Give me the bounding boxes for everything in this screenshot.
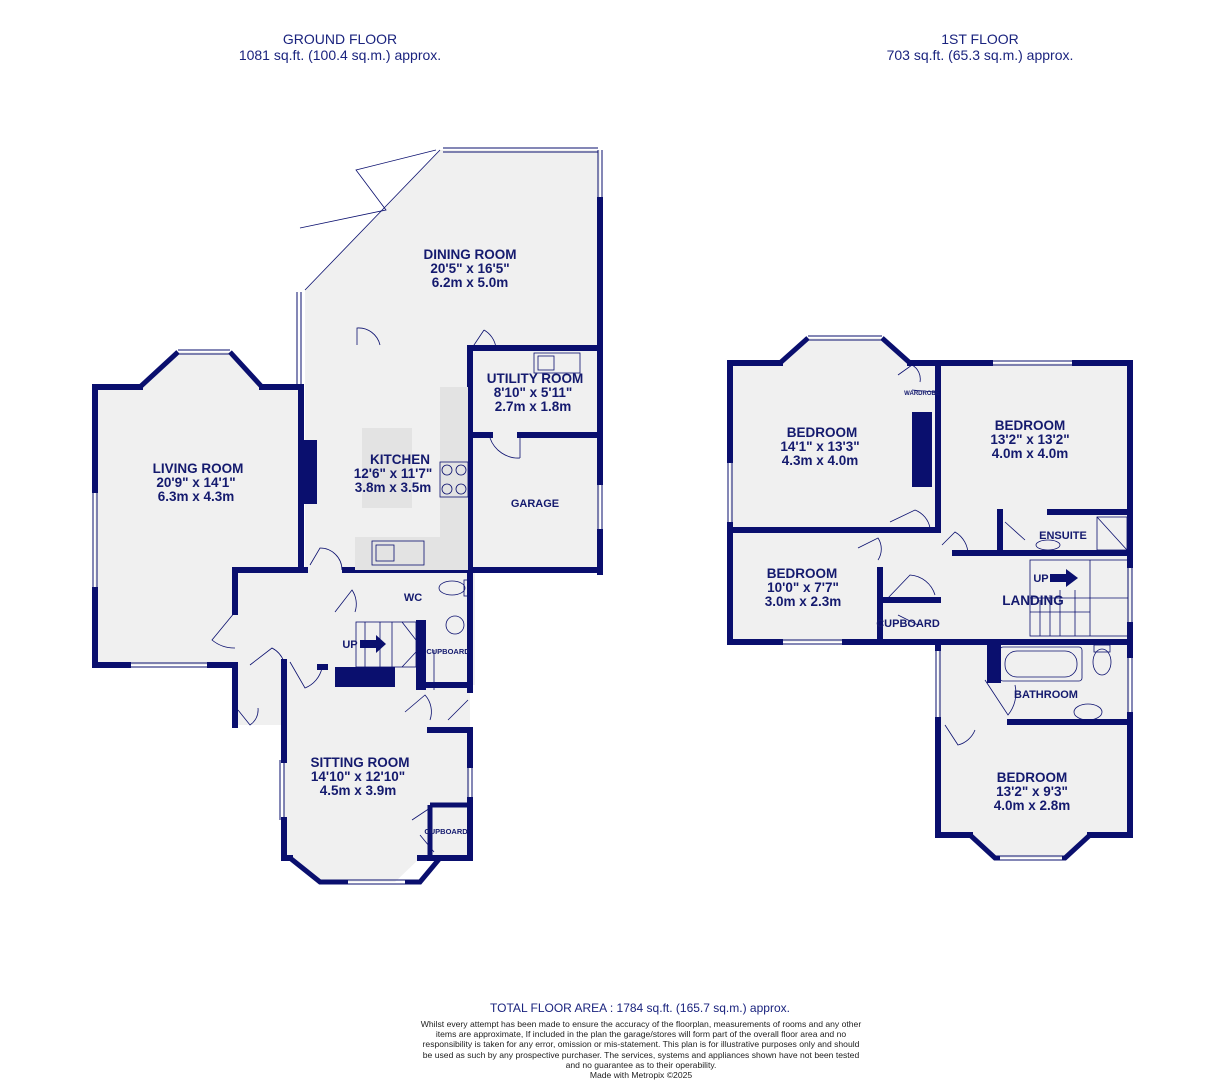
bedroom2-name: BEDROOM: [995, 418, 1066, 433]
garage-floor: [472, 440, 600, 570]
bathroom-floor: [938, 642, 1130, 725]
gf-stairs-up: UP: [342, 639, 357, 651]
dining-room-floor: [305, 150, 600, 440]
bedroom1-metric: 4.3m x 4.0m: [782, 453, 859, 468]
sitting-room-imperial: 14'10" x 12'10": [311, 769, 405, 784]
chimney-breast: [912, 412, 932, 487]
sitting-room-name: SITTING ROOM: [311, 755, 410, 770]
kitchen-imperial: 12'6" x 11'7": [354, 466, 433, 481]
made-with-credit: Made with Metropix ©2025: [589, 1070, 693, 1080]
bedroom3-floor: [730, 530, 938, 642]
bedroom3-metric: 3.0m x 2.3m: [765, 594, 842, 609]
garage-name: GARAGE: [511, 498, 559, 510]
bedroom1-name: BEDROOM: [787, 425, 858, 440]
utility-room-imperial: 8'10" x 5'11": [494, 385, 573, 400]
stair-void: [335, 667, 395, 687]
living-room-metric: 6.3m x 4.3m: [158, 489, 235, 504]
ff-stair-arrow: [1050, 569, 1078, 587]
bedroom2-imperial: 13'2" x 13'2": [990, 432, 1069, 447]
kitchen-metric: 3.8m x 3.5m: [355, 480, 432, 495]
disclaimer: Whilst every attempt has been made to en…: [418, 1019, 864, 1080]
wc-name: WC: [404, 592, 422, 604]
first-floor-title: 1ST FLOOR: [941, 31, 1019, 47]
ground-floor-area: 1081 sq.ft. (100.4 sq.m.) approx.: [238, 47, 442, 63]
ff-cupboard-name: CUPBOARD: [876, 618, 940, 630]
bedroom4-metric: 4.0m x 2.8m: [994, 798, 1071, 813]
ground-floor-heading: GROUND FLOOR 1081 sq.ft. (100.4 sq.m.) a…: [190, 31, 490, 63]
hall-wall-block: [416, 620, 426, 690]
first-floor-area: 703 sq.ft. (65.3 sq.m.) approx.: [886, 47, 1074, 63]
landing-floor: [938, 530, 1132, 642]
utility-room-name: UTILITY ROOM: [487, 371, 584, 386]
ground-floor-title: GROUND FLOOR: [282, 31, 398, 47]
landing-name: LANDING: [1002, 593, 1064, 608]
utility-room-metric: 2.7m x 1.8m: [495, 399, 572, 414]
ff-stairs-up: UP: [1033, 573, 1048, 585]
wardrobe-name: WARDROBE: [904, 391, 940, 397]
gf-cupboard-2-name: CUPBOARD: [424, 827, 468, 836]
ensuite-name: ENSUITE: [1039, 530, 1087, 542]
bedroom2-floor: [940, 363, 1132, 553]
dining-room-imperial: 20'5" x 16'5": [430, 261, 509, 276]
dining-room-metric: 6.2m x 5.0m: [432, 275, 509, 290]
porch-floor: [235, 665, 285, 725]
bedroom1-imperial: 14'1" x 13'3": [780, 439, 859, 454]
bedroom4-name: BEDROOM: [997, 770, 1068, 785]
gf-cupboard-1-name: CUPBOARD: [426, 647, 470, 656]
sitting-room-metric: 4.5m x 3.9m: [320, 783, 397, 798]
bedroom4-imperial: 13'2" x 9'3": [996, 784, 1068, 799]
bedroom2-metric: 4.0m x 4.0m: [992, 446, 1069, 461]
total-floor-area: TOTAL FLOOR AREA : 1784 sq.ft. (165.7 sq…: [490, 1001, 790, 1015]
sitting-room-floor: [284, 665, 470, 882]
living-room-imperial: 20'9" x 14'1": [156, 475, 235, 490]
first-floor-plan: [727, 335, 1133, 861]
kitchen-name: KITCHEN: [370, 452, 430, 467]
bath-tub-end: [987, 645, 1001, 683]
bedroom1-floor: [730, 338, 935, 530]
bathroom-name: BATHROOM: [1014, 689, 1078, 701]
fireplace: [303, 440, 317, 504]
dining-room-name: DINING ROOM: [424, 247, 517, 262]
first-floor-heading: 1ST FLOOR 703 sq.ft. (65.3 sq.m.) approx…: [830, 31, 1130, 63]
bedroom3-name: BEDROOM: [767, 566, 838, 581]
living-room-name: LIVING ROOM: [153, 461, 244, 476]
ground-floor-plan: [92, 147, 603, 885]
room-labels: DINING ROOM 20'5" x 16'5" 6.2m x 5.0m UT…: [153, 247, 1087, 836]
disclaimer-text: Whilst every attempt has been made to en…: [420, 1019, 862, 1070]
bedroom4-floor: [938, 725, 1130, 858]
bedroom3-imperial: 10'0" x 7'7": [767, 580, 839, 595]
gf-stair-arrow: [360, 635, 386, 653]
